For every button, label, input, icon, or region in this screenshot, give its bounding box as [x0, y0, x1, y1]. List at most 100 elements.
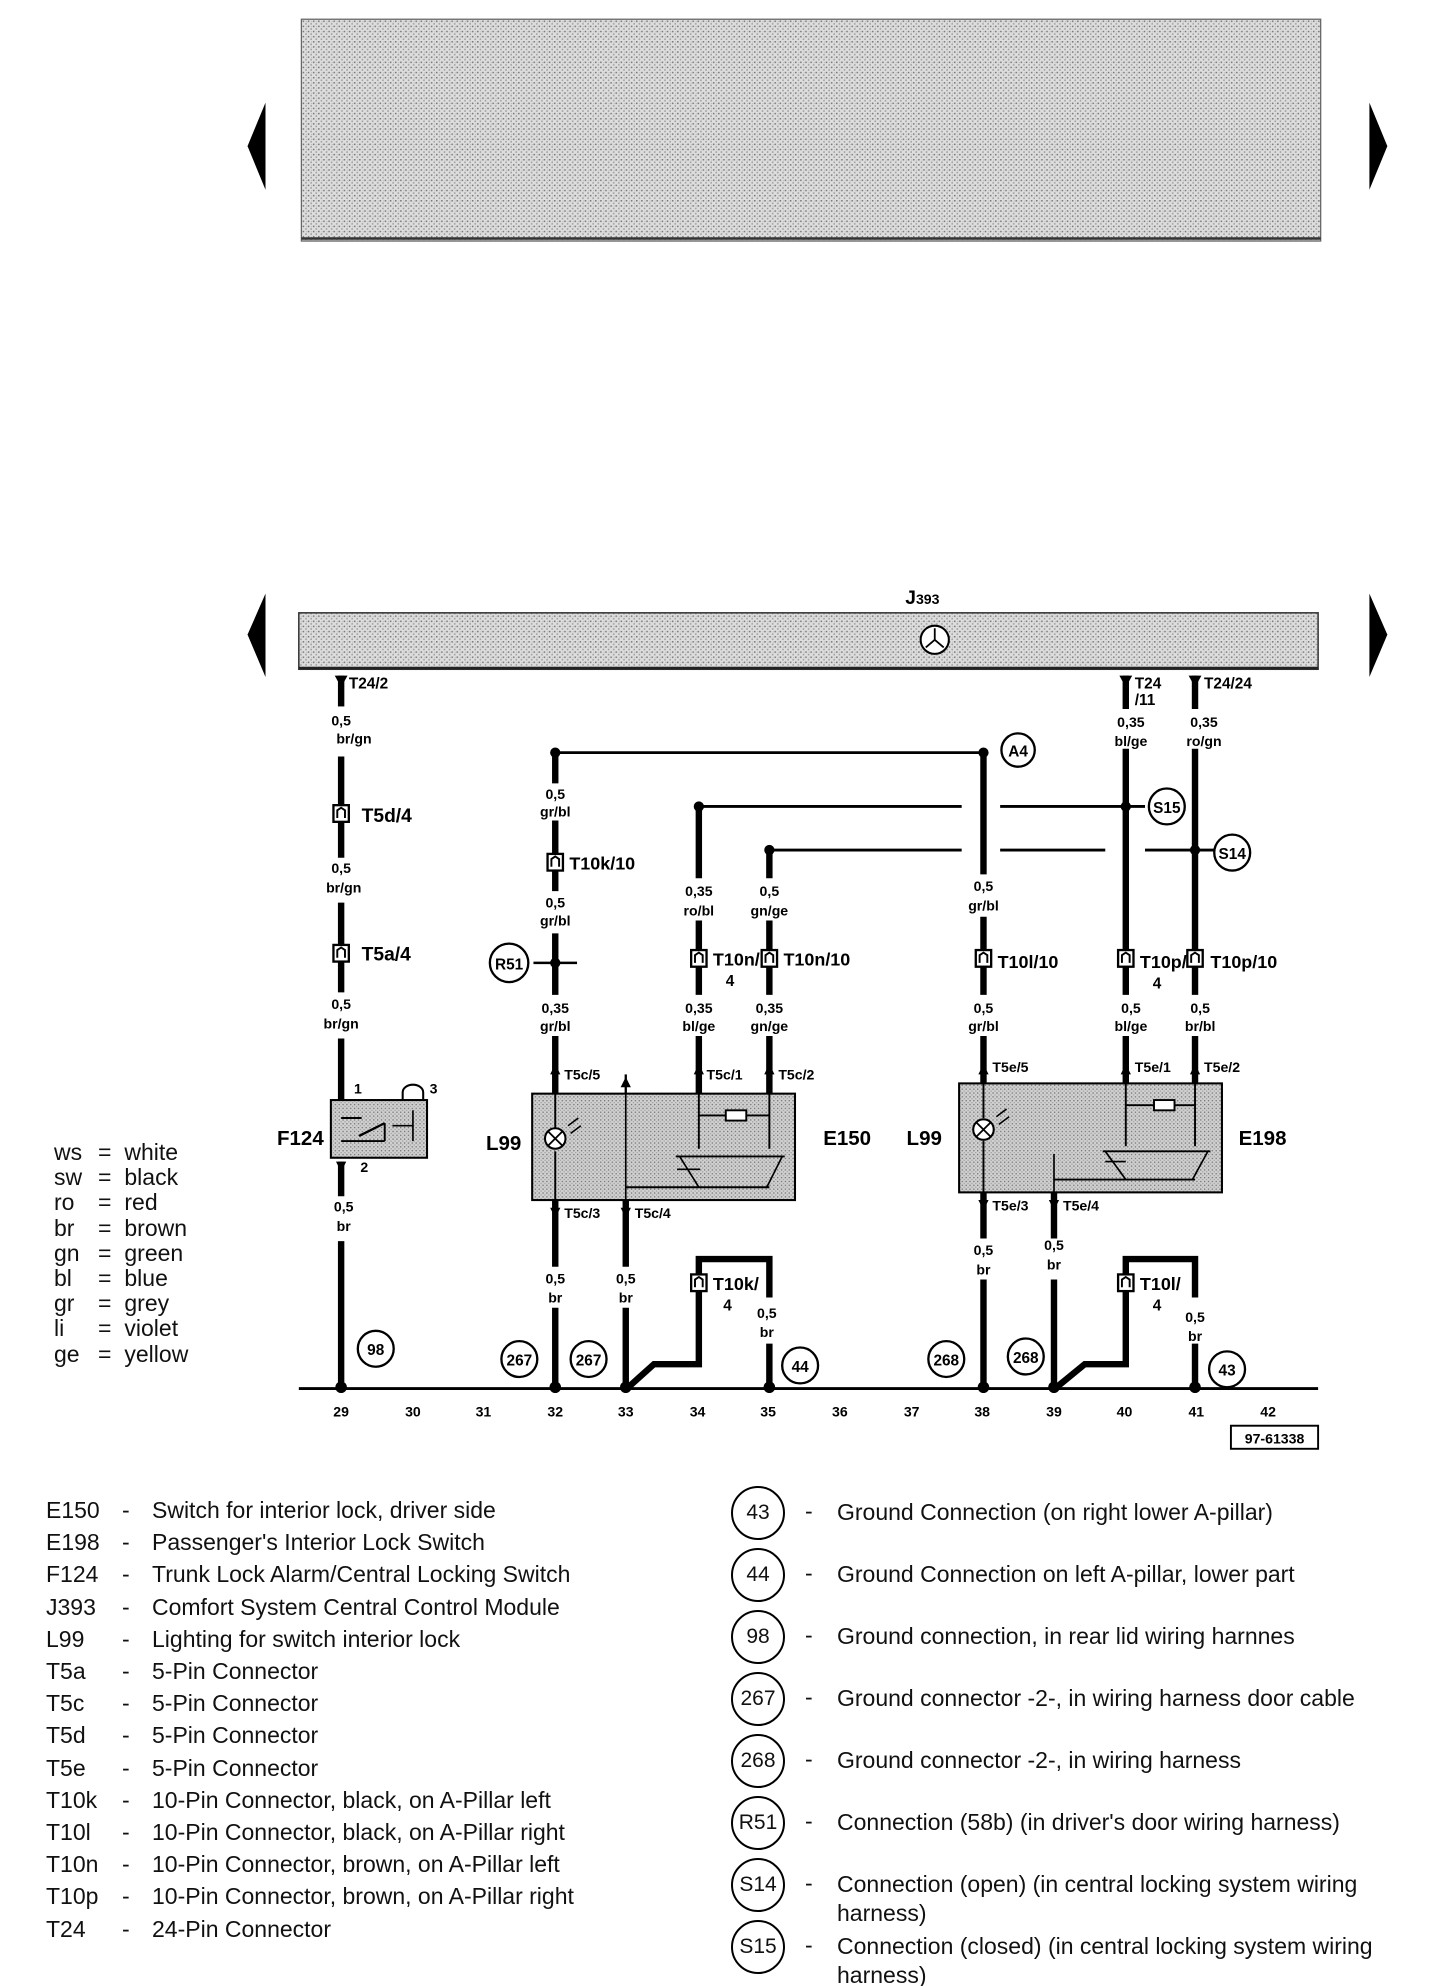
svg-text:43: 43: [1219, 1363, 1236, 1380]
f124-pin-3: 3: [430, 1081, 438, 1097]
ground-description: Ground Connection (on right lower A-pill…: [837, 1499, 1273, 1525]
component-description: Comfort System Central Control Module: [152, 1593, 560, 1620]
component-code: T5c: [46, 1690, 85, 1717]
wire-size: 0,5: [1190, 1000, 1210, 1016]
label-t5c3: T5c/3: [564, 1205, 600, 1221]
color-name: grey: [124, 1290, 170, 1317]
label-t10l4-b: 4: [1153, 1297, 1162, 1314]
component-code: J393: [46, 1593, 96, 1620]
ground-description: Ground connection, in rear lid wiring ha…: [837, 1623, 1295, 1649]
wire-size: 0,5: [974, 1000, 994, 1016]
wire-color: br/gn: [336, 731, 371, 747]
wire-color: br/bl: [1185, 1018, 1216, 1034]
ground-symbol-icon: S15: [731, 1920, 785, 1974]
label-t5c2: T5c/2: [778, 1067, 814, 1083]
component-legend-item: T24-24-Pin Connector: [46, 1913, 574, 1945]
ground-symbol-icon: 44: [731, 1548, 785, 1602]
bus-number: 36: [832, 1404, 848, 1420]
color-legend-row: ws= white: [54, 1139, 179, 1165]
wire-color: gr/bl: [540, 804, 571, 820]
bus-numbers: 29 30 31 32 33 34 35 36 37 38 39 40 41 4…: [333, 1404, 1276, 1420]
top-banner: [300, 18, 1322, 242]
wire-size: 0,5: [331, 996, 351, 1012]
svg-text:267: 267: [507, 1352, 533, 1369]
svg-text:98: 98: [367, 1342, 385, 1359]
color-name: blue: [124, 1265, 168, 1292]
label-t5a4: T5a/4: [362, 944, 411, 965]
module-label-j393: J393: [905, 588, 939, 609]
wire-color: gn/ge: [751, 1018, 789, 1034]
color-name: red: [124, 1189, 158, 1216]
ground-symbol-icon: R51: [731, 1796, 785, 1850]
wire-size: 0,5: [616, 1270, 636, 1286]
svg-text:S14: S14: [1219, 846, 1247, 863]
component-code: L99: [46, 1625, 85, 1652]
component-description: 10-Pin Connector, black, on A-Pillar rig…: [152, 1819, 565, 1846]
label-t5c1: T5c/1: [707, 1067, 743, 1083]
component-legend-item: E198-Passenger's Interior Lock Switch: [46, 1526, 574, 1558]
svg-text:S15: S15: [1153, 800, 1181, 817]
prev-page-arrow-icon[interactable]: [247, 102, 266, 190]
module-ground-symbol-icon: [919, 624, 950, 655]
connection-markers: A4 S15 S14 R51 98 267 267 44 268 268 43: [356, 732, 1252, 1389]
component-code: T10p: [46, 1883, 99, 1910]
wire-color: br: [1188, 1328, 1203, 1344]
color-abbr: sw: [54, 1164, 83, 1191]
wire-size: 0,5: [1121, 1000, 1141, 1016]
marker-ground-268a: 268: [927, 1339, 966, 1379]
module-prev-arrow-icon[interactable]: [247, 593, 266, 677]
component-description: 5-Pin Connector: [152, 1722, 319, 1749]
bus-number: 35: [760, 1404, 776, 1420]
wire-size: 0,35: [756, 1000, 784, 1016]
component-legend-item: T10l-10-Pin Connector, black, on A-Pilla…: [46, 1816, 574, 1848]
bus-number: 33: [618, 1404, 634, 1420]
bus-number: 34: [690, 1404, 706, 1420]
ground-description: Connection (closed) (in central locking …: [837, 1933, 1373, 1986]
color-name: yellow: [124, 1340, 189, 1367]
component-description: Switch for interior lock, driver side: [152, 1497, 496, 1523]
marker-r51: R51: [488, 942, 530, 984]
color-name: violet: [124, 1315, 179, 1342]
wire-color: ro/bl: [684, 902, 715, 918]
component-f124-switch: [329, 1083, 429, 1159]
t24-arrows: [334, 675, 1202, 688]
component-description: 5-Pin Connector: [152, 1754, 319, 1781]
wire-color: br/gn: [324, 1015, 359, 1031]
component-description: 5-Pin Connector: [152, 1658, 319, 1685]
component-description: 24-Pin Connector: [152, 1915, 331, 1942]
module-next-arrow-icon[interactable]: [1369, 593, 1388, 677]
ground-symbol-icon: 267: [731, 1672, 785, 1726]
color-legend-row: ge= yellow: [54, 1340, 189, 1367]
ground-symbol-icon: S14: [731, 1858, 785, 1912]
component-code: T5d: [46, 1722, 86, 1749]
component-code: F124: [46, 1561, 99, 1588]
wire-size: 0,5: [545, 786, 565, 802]
wire-labels: T24/2 T24 /11 T24/24 0,5 br/gn T5d/4 0,5…: [324, 675, 1278, 1344]
svg-text:267: 267: [576, 1352, 602, 1369]
color-legend-row: li= violet: [54, 1315, 179, 1342]
component-description: 10-Pin Connector, brown, on A-Pillar rig…: [152, 1883, 574, 1910]
color-legend-row: br= brown: [54, 1214, 188, 1241]
wire-color: bl/ge: [682, 1018, 715, 1034]
next-page-arrow-icon[interactable]: [1369, 102, 1388, 190]
label-l99-right: L99: [907, 1127, 942, 1150]
label-t5e4: T5e/4: [1063, 1197, 1099, 1213]
component-legend-item: J393-Comfort System Central Control Modu…: [46, 1591, 574, 1623]
component-legend-item: T5c-5-Pin Connector: [46, 1687, 574, 1719]
wire-size: 0,5: [331, 713, 351, 729]
color-name: brown: [124, 1214, 188, 1241]
wire-size: 0,5: [1044, 1237, 1064, 1253]
svg-text:R51: R51: [495, 956, 524, 973]
component-legend-item: F124-Trunk Lock Alarm/Central Locking Sw…: [46, 1558, 574, 1590]
marker-ground-268b: 268: [1006, 1337, 1045, 1376]
marker-ground-44: 44: [781, 1346, 820, 1385]
marker-ground-98: 98: [356, 1329, 395, 1368]
color-legend-row: gr= grey: [54, 1290, 170, 1317]
junction-dots: [550, 747, 1201, 968]
wire-color: gr/bl: [540, 1018, 571, 1034]
wire-size: 0,5: [1185, 1309, 1205, 1325]
diagram-reference: 97-61338: [1229, 1424, 1320, 1450]
component-legend-item: L99-Lighting for switch interior lock: [46, 1623, 574, 1655]
svg-text:268: 268: [933, 1352, 959, 1369]
